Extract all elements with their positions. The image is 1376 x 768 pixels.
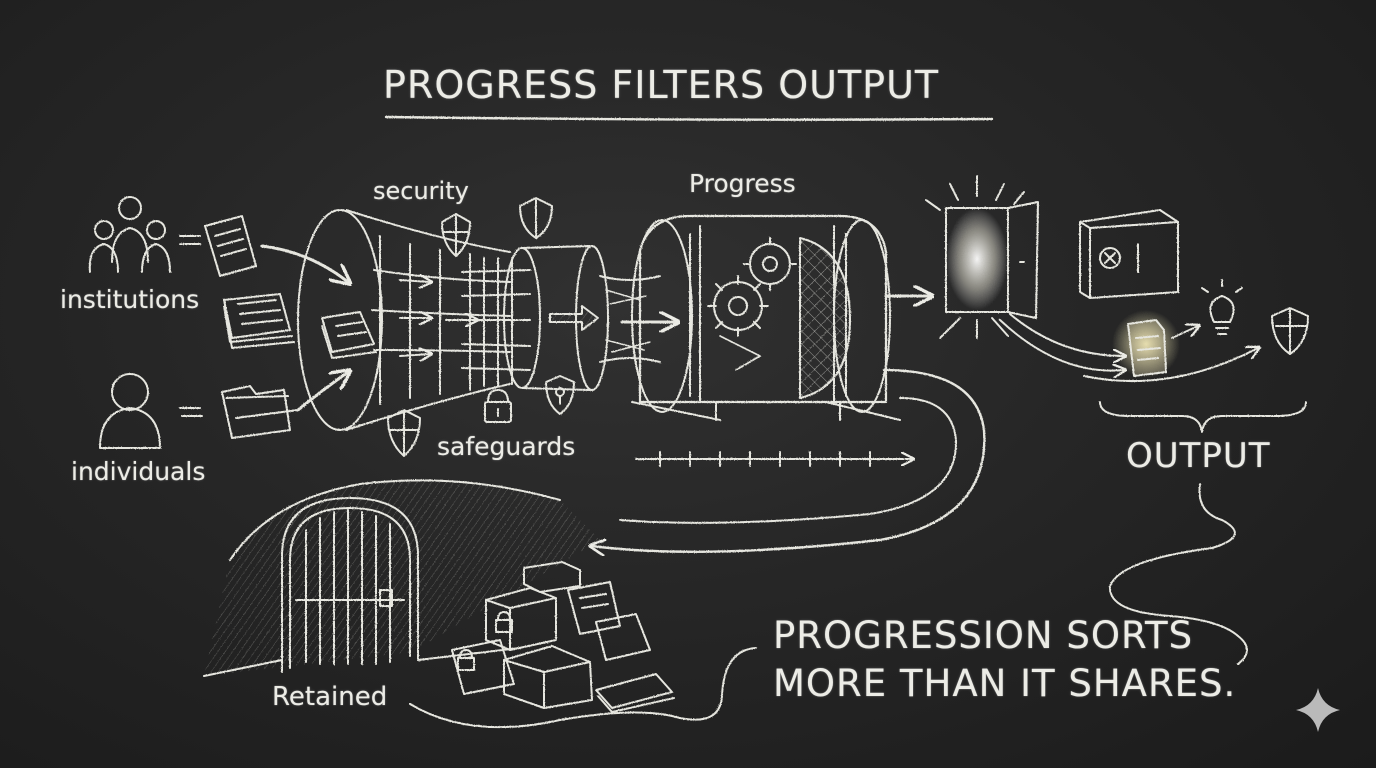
shred-tube xyxy=(600,276,676,362)
safe-icon xyxy=(1080,210,1178,298)
shield-icon xyxy=(546,376,574,414)
security-label: security xyxy=(373,177,469,205)
output-brace xyxy=(1100,402,1306,432)
individuals-label: individuals xyxy=(71,457,205,486)
document-icon xyxy=(205,216,256,276)
paper-stack-icon xyxy=(224,294,294,348)
connector-dashes xyxy=(180,236,200,244)
tagline-line-2: MORE THAN IT SHARES. xyxy=(773,660,1236,708)
output-label: OUTPUT xyxy=(1126,436,1271,476)
diagram-title: PROGRESS FILTERS OUTPUT xyxy=(383,63,939,107)
shield-icon xyxy=(388,410,420,456)
people-group-icon xyxy=(90,197,170,272)
institutions-label: institutions xyxy=(60,285,199,314)
progress-label: Progress xyxy=(689,169,796,198)
door-icon xyxy=(926,176,1038,338)
filter-machine-icon xyxy=(632,216,900,420)
safeguards-label: safeguards xyxy=(437,432,575,461)
gear-icon xyxy=(708,238,796,370)
title-underline xyxy=(386,117,992,120)
glowing-document-icon xyxy=(1112,310,1180,378)
tagline-line-1: PROGRESSION SORTS xyxy=(773,612,1236,660)
sparkle-icon xyxy=(1296,688,1340,732)
shield-icon xyxy=(442,214,470,256)
lock-icon xyxy=(485,390,511,422)
retained-label: Retained xyxy=(272,682,387,712)
shield-icon xyxy=(1272,308,1308,354)
retention-path xyxy=(592,370,984,552)
person-icon xyxy=(100,374,160,448)
shield-icon xyxy=(520,198,552,238)
timeline-arrow xyxy=(636,452,912,466)
lightbulb-icon xyxy=(1202,280,1242,334)
connector-dashes xyxy=(180,408,202,416)
band-cylinder xyxy=(504,246,608,390)
vault-gate-icon xyxy=(204,480,600,676)
tagline: PROGRESSION SORTS MORE THAN IT SHARES. xyxy=(773,612,1236,708)
paper-stack-icon xyxy=(322,312,376,358)
filter-grid xyxy=(462,258,530,388)
